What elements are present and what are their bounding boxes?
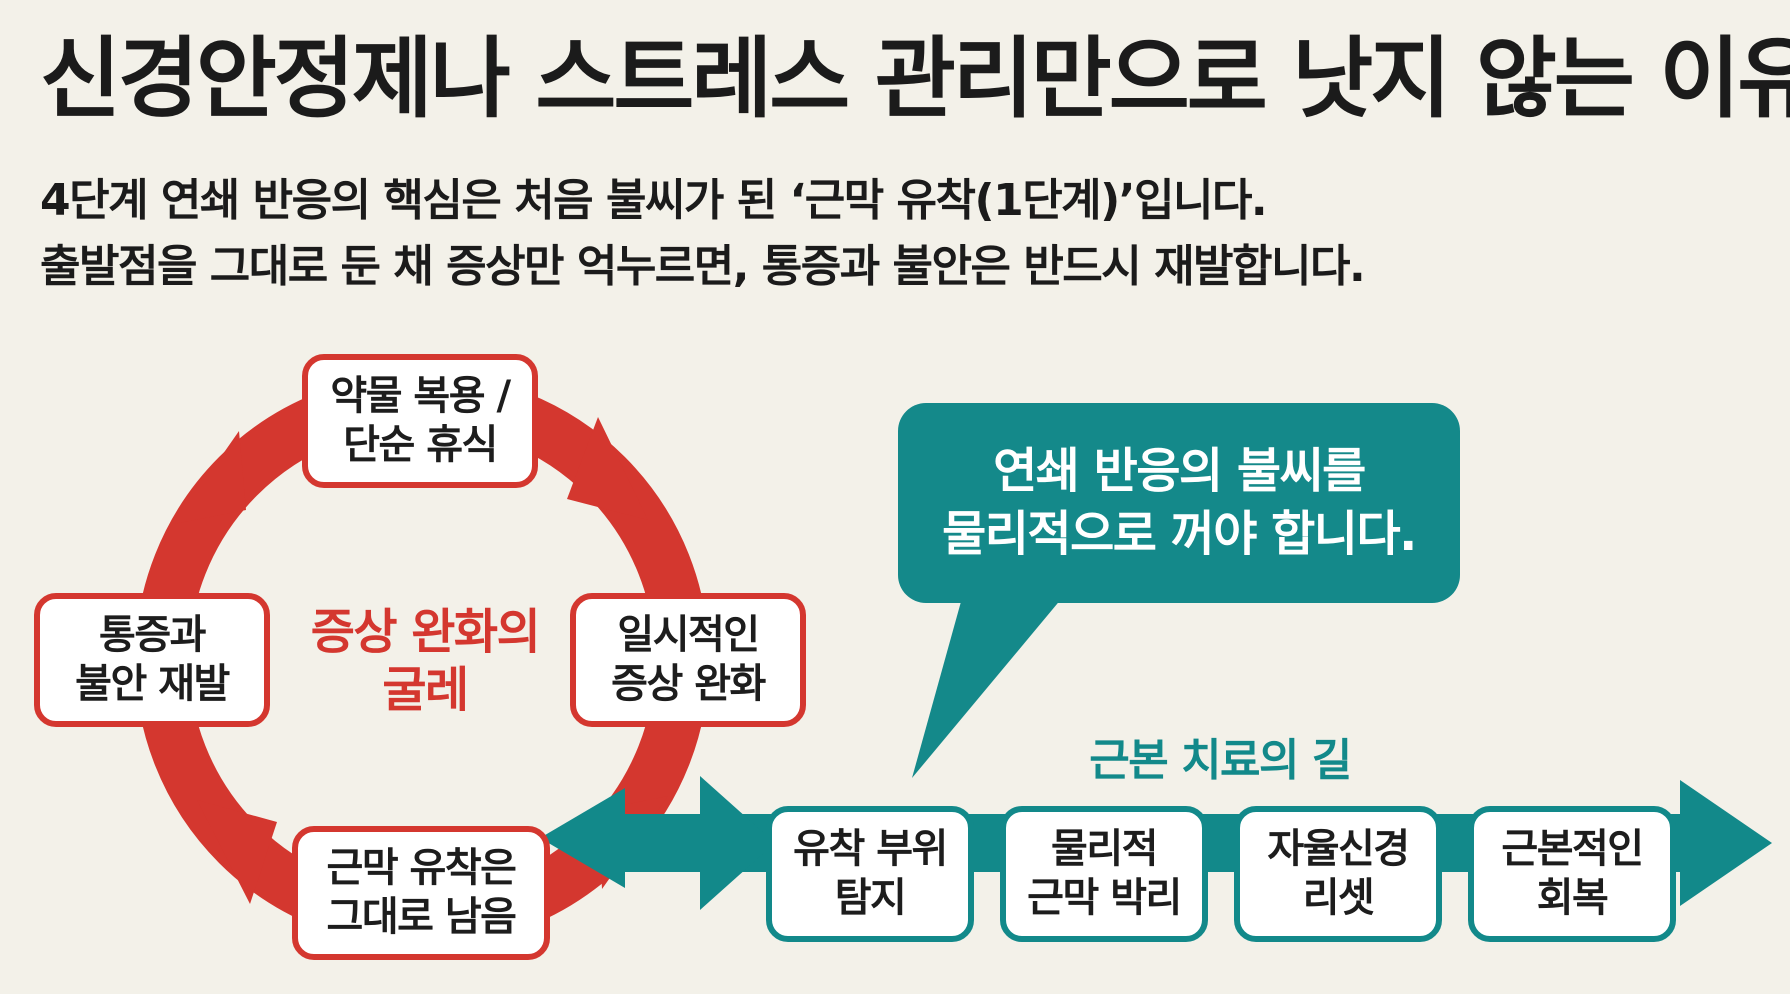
cycle-arrowhead-top-right — [567, 417, 648, 520]
callout-bubble: 연쇄 반응의 불씨를 물리적으로 꺼야 합니다. — [898, 403, 1460, 603]
path-label: 근본 치료의 길 — [1089, 735, 1352, 786]
cycle-node-temporary-relief: 일시적인 증상 완화 — [570, 593, 806, 727]
subtitle-line-1: 4단계 연쇄 반응의 핵심은 처음 불씨가 된 ‘근막 유착(1단계)’입니다. — [40, 175, 1268, 226]
path-step-autonomic-reset: 자율신경 리셋 — [1234, 806, 1442, 942]
path-step-fascia-release: 물리적 근막 박리 — [1000, 806, 1208, 942]
subtitle-line-2: 출발점을 그대로 둔 채 증상만 억누르면, 통증과 불안은 반드시 재발합니다… — [40, 241, 1366, 292]
path-step-detect-adhesion: 유착 부위 탐지 — [766, 806, 974, 942]
cycle-arrowhead-bottom-left — [197, 800, 277, 904]
path-step-fundamental-recovery: 근본적인 회복 — [1468, 806, 1676, 942]
path-arrow-head-start — [700, 776, 775, 910]
cycle-center-label: 증상 완화의 굴레 — [310, 604, 541, 718]
page-subtitle: 4단계 연쇄 반응의 핵심은 처음 불씨가 된 ‘근막 유착(1단계)’입니다.… — [40, 168, 1366, 300]
cycle-arrowhead-top-left — [174, 431, 246, 524]
path-arrow-head-end — [1680, 780, 1772, 906]
callout-tail — [912, 598, 1062, 778]
cycle-node-medication-rest: 약물 복용 / 단순 휴식 — [302, 354, 538, 488]
cycle-node-adhesion-remains: 근막 유착은 그대로 남음 — [292, 826, 550, 960]
page-title: 신경안정제나 스트레스 관리만으로 낫지 않는 이유 — [40, 27, 1790, 130]
cycle-node-pain-anxiety-relapse: 통증과 불안 재발 — [34, 593, 270, 727]
